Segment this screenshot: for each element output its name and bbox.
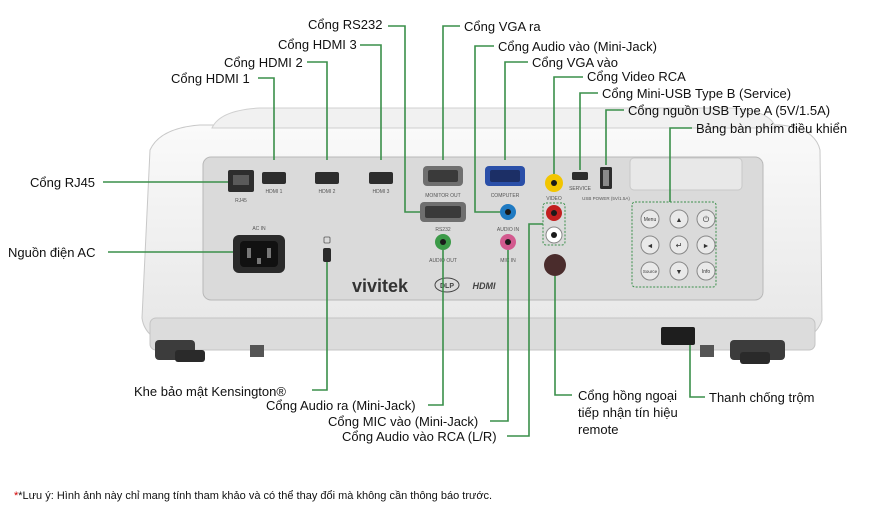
callout-rs232: Cổng RS232 xyxy=(308,17,383,32)
leader-mic-in xyxy=(490,250,509,422)
callout-audio-out-mini: Cổng Audio ra (Mini-Jack) xyxy=(266,398,416,413)
keypad-menu-label: Menu xyxy=(644,217,657,223)
leader-audio-in-mini xyxy=(474,45,500,213)
leader-usb-power xyxy=(605,109,624,165)
vivitek-logo: vivitek xyxy=(352,276,409,296)
leader-hdmi1 xyxy=(258,77,275,160)
callout-vga-out: Cổng VGA ra xyxy=(464,19,541,34)
keypad-info-label: Info xyxy=(702,269,711,275)
callout-hdmi1: Cổng HDMI 1 xyxy=(171,71,250,86)
left-arrow-icon: ◄ xyxy=(647,243,654,250)
video-silkscreen: VIDEO xyxy=(546,196,562,202)
hdmi2-silkscreen: HDMI 2 xyxy=(319,189,336,195)
rj45-silkscreen: RJ45 xyxy=(235,198,247,204)
mini-usb-port: SERVICE xyxy=(569,172,592,192)
leader-keypad xyxy=(669,127,692,202)
callout-kensington: Khe bảo mật Kensington® xyxy=(134,384,286,399)
callout-audio-rca: Cổng Audio vào RCA (L/R) xyxy=(342,429,497,444)
audio-in-mini-jack: AUDIO IN xyxy=(497,204,520,233)
callout-hdmi2: Cổng HDMI 2 xyxy=(224,55,303,70)
usb-power-port: USB POWER (5V/1.5A) xyxy=(582,167,630,201)
dlp-logo: DLP xyxy=(440,283,454,290)
keypad-left-button[interactable]: ◄ xyxy=(640,235,660,255)
note-star: * xyxy=(14,490,19,502)
hdmi3-port: HDMI 3 xyxy=(369,172,393,195)
keypad-source-label: Source xyxy=(643,269,658,274)
callout-ir-line2: tiếp nhận tín hiệu xyxy=(578,405,678,420)
callout-mic-in: Cổng MIC vào (Mini-Jack) xyxy=(328,414,479,429)
vent-panel xyxy=(629,157,743,191)
leader-hdmi2 xyxy=(307,61,328,160)
keypad-up-button[interactable]: ▲ xyxy=(669,209,689,229)
audio-in-silkscreen: AUDIO IN xyxy=(497,227,520,233)
hdmi1-port: HDMI 1 xyxy=(262,172,286,195)
control-keypad: Menu ▲ ⏻ ◄ ↵ ► Source ▼ xyxy=(631,201,717,288)
hdmi-logo: HDMI xyxy=(473,281,496,291)
leader-security-bar xyxy=(689,345,705,398)
down-arrow-icon: ▼ xyxy=(676,269,683,276)
ac-inlet: AC IN xyxy=(233,226,285,273)
leader-ir xyxy=(554,276,572,396)
keypad-enter-button[interactable]: ↵ xyxy=(669,235,689,255)
keypad-right-button[interactable]: ► xyxy=(696,235,716,255)
leader-audio-rca xyxy=(507,223,543,437)
ir-receiver xyxy=(544,254,566,276)
io-panel xyxy=(202,156,764,301)
kensington-slot xyxy=(323,236,331,262)
up-arrow-icon: ▲ xyxy=(676,217,683,224)
vga-in-port: COMPUTER xyxy=(485,166,525,199)
brand-logos: vivitek DLP HDMI xyxy=(352,276,496,296)
enter-icon: ↵ xyxy=(676,241,683,250)
leader-rs232 xyxy=(388,25,420,213)
right-arrow-icon: ► xyxy=(703,243,710,250)
leader-vga-out xyxy=(442,25,460,160)
hdmi3-silkscreen: HDMI 3 xyxy=(373,189,390,195)
keypad-info-button[interactable]: Info xyxy=(696,261,716,281)
keypad-power-button[interactable]: ⏻ xyxy=(696,209,716,229)
callout-ac-power: Nguồn điện AC xyxy=(8,245,96,260)
keypad-down-button[interactable]: ▼ xyxy=(669,261,689,281)
power-icon: ⏻ xyxy=(703,215,710,224)
rs232-silkscreen: RS232 xyxy=(435,227,451,233)
callout-audio-in-mini: Cổng Audio vào (Mini-Jack) xyxy=(498,39,657,54)
keypad-source-button[interactable]: Source xyxy=(640,261,660,281)
keypad-menu-button[interactable]: Menu xyxy=(640,209,660,229)
leader-hdmi3 xyxy=(360,44,382,160)
rs232-port: RS232 xyxy=(420,202,466,233)
callout-ir-line3: remote xyxy=(578,422,619,437)
note-text: *Lưu ý: Hình ảnh này chỉ mang tính tham … xyxy=(18,490,493,502)
rj45-port: RJ45 xyxy=(228,170,254,204)
callout-security-bar: Thanh chống trộm xyxy=(709,390,815,405)
video-rca-jack: VIDEO xyxy=(545,174,563,202)
callout-usb-power: Cổng nguồn USB Type A (5V/1.5A) xyxy=(628,103,831,118)
hdmi1-silkscreen: HDMI 1 xyxy=(266,189,283,195)
leader-lines xyxy=(103,25,705,437)
hdmi2-port: HDMI 2 xyxy=(315,172,339,195)
leader-audio-out xyxy=(428,250,444,406)
service-silkscreen: SERVICE xyxy=(569,186,592,192)
callout-keypad: Bảng bàn phím điều khiển xyxy=(696,121,848,136)
leader-kensington xyxy=(312,262,328,391)
usb-power-silkscreen: USB POWER (5V/1.5A) xyxy=(582,196,630,201)
callout-ir-line1: Cổng hồng ngoại xyxy=(578,388,678,403)
callout-hdmi3: Cổng HDMI 3 xyxy=(278,37,357,52)
security-bar xyxy=(661,327,695,345)
callout-rj45: Cổng RJ45 xyxy=(30,175,96,190)
callout-vga-in: Cổng VGA vào xyxy=(532,55,618,70)
vga-out-port: MONITOR OUT xyxy=(423,166,463,199)
computer-silkscreen: COMPUTER xyxy=(491,193,520,199)
leader-vga-in xyxy=(504,61,528,160)
callout-mini-usb: Cổng Mini-USB Type B (Service) xyxy=(602,86,792,101)
ac-in-silkscreen: AC IN xyxy=(252,226,266,232)
leader-mini-usb xyxy=(579,92,598,170)
disclaimer-note: **Lưu ý: Hình ảnh này chỉ mang tính tham… xyxy=(14,490,492,502)
monitor-out-silkscreen: MONITOR OUT xyxy=(425,193,460,199)
leader-video-rca xyxy=(553,76,583,174)
callout-video-rca: Cổng Video RCA xyxy=(587,69,686,84)
